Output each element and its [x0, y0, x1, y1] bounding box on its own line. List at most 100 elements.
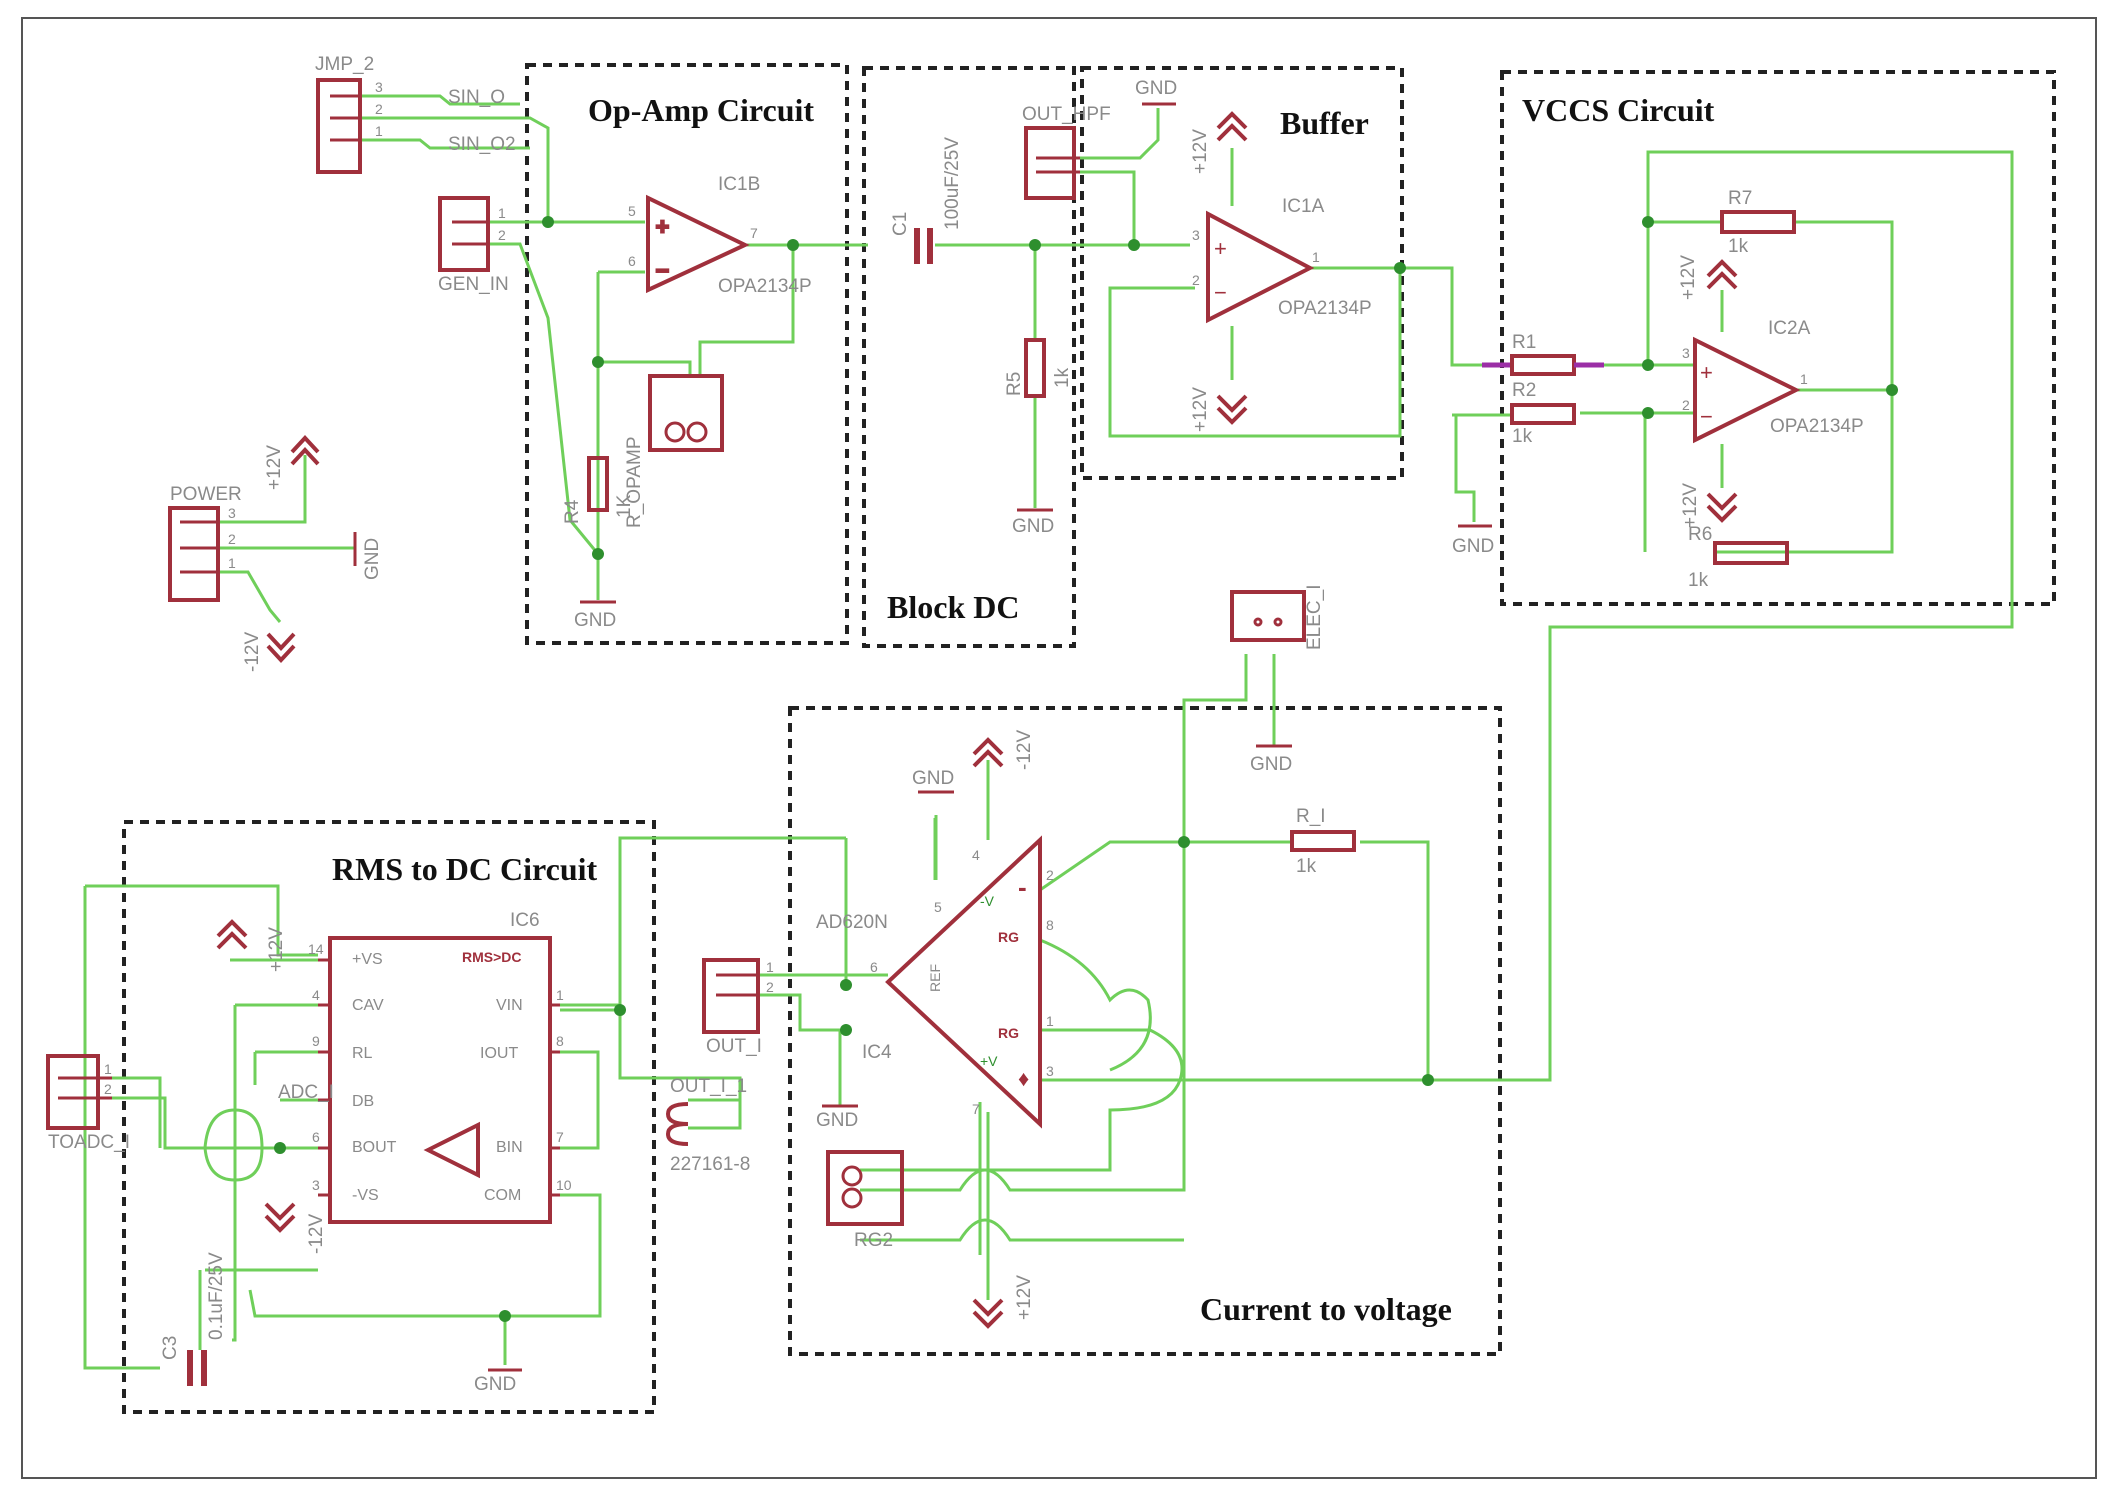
svg-text:2: 2	[228, 531, 236, 547]
svg-text:ELEC_I: ELEC_I	[1304, 585, 1325, 650]
svg-text:R6: R6	[1688, 524, 1712, 545]
svg-text:1: 1	[556, 987, 564, 1003]
svg-text:GND: GND	[816, 1110, 858, 1131]
svg-text:2: 2	[766, 979, 774, 995]
svg-text:−: −	[1700, 404, 1713, 429]
svg-text:1: 1	[1312, 249, 1320, 265]
svg-text:100uF/25V: 100uF/25V	[942, 137, 963, 230]
blockdc-block-box	[862, 66, 1076, 648]
svg-text:3: 3	[228, 505, 236, 521]
c1-capacitor: C1 100uF/25V	[890, 137, 963, 264]
r-opamp-connector: R_OPAMP	[624, 374, 724, 528]
r5-resistor: R5 1k GND	[1004, 338, 1073, 537]
svg-text:1k: 1k	[1728, 236, 1749, 257]
svg-text:GND: GND	[474, 1374, 516, 1395]
svg-text:IC4: IC4	[862, 1042, 892, 1063]
svg-text:GND: GND	[1250, 754, 1292, 775]
svg-text:R_I: R_I	[1296, 806, 1326, 827]
svg-text:GND: GND	[1452, 536, 1494, 557]
svg-text:+12V: +12V	[264, 445, 285, 490]
svg-text:OUT_I: OUT_I	[706, 1036, 762, 1057]
svg-text:+: +	[1700, 360, 1713, 385]
svg-text:1: 1	[228, 555, 236, 571]
svg-text:1: 1	[1800, 371, 1808, 387]
ic1a-buffer: + − IC1A OPA2134P 3 2 1 +12V +12V	[1190, 111, 1372, 432]
svg-text:1: 1	[104, 1061, 112, 1077]
svg-text:RG: RG	[998, 1025, 1019, 1041]
svg-text:C1: C1	[890, 212, 911, 236]
svg-text:3: 3	[1682, 345, 1690, 361]
svg-text:OPA2134P: OPA2134P	[1770, 416, 1864, 437]
svg-text:8: 8	[1046, 917, 1054, 933]
junctions	[274, 216, 1898, 1322]
svg-text:-12V: -12V	[306, 1214, 327, 1254]
svg-text:C3: C3	[160, 1336, 181, 1360]
svg-text:3: 3	[1046, 1063, 1054, 1079]
svg-text:2: 2	[1046, 867, 1054, 883]
svg-text:6: 6	[870, 959, 878, 975]
svg-text:RG: RG	[998, 929, 1019, 945]
svg-text:1k: 1k	[1296, 856, 1317, 877]
r6-resistor: R6 1k	[1688, 524, 1789, 591]
svg-text:3: 3	[375, 79, 383, 95]
svg-text:GND: GND	[574, 610, 616, 631]
svg-text:DB: DB	[352, 1093, 374, 1110]
svg-text:+12V: +12V	[1014, 1275, 1035, 1320]
svg-text:2: 2	[375, 101, 383, 117]
svg-text:-VS: -VS	[352, 1187, 379, 1204]
svg-text:10: 10	[556, 1177, 572, 1193]
out-hpf-connector: OUT_HPF GND	[1022, 78, 1177, 200]
svg-text:+12V: +12V	[266, 927, 287, 972]
svg-text:IC1A: IC1A	[1282, 196, 1325, 217]
svg-text:+12V: +12V	[1190, 387, 1211, 432]
svg-text:♦: ♦	[1018, 1066, 1029, 1091]
svg-text:4: 4	[312, 987, 320, 1003]
svg-text:GND: GND	[1012, 516, 1054, 537]
gnd-opamp: GND	[574, 600, 616, 631]
opamp-block-title: Op-Amp Circuit	[588, 92, 814, 128]
svg-text:JMP_2: JMP_2	[315, 54, 374, 75]
svg-text:1: 1	[375, 123, 383, 139]
toadc-connector: TOADC_I 1 2	[46, 1054, 130, 1153]
svg-text:OPA2134P: OPA2134P	[718, 276, 812, 297]
r-i-resistor: R_I 1k	[1290, 806, 1356, 877]
svg-text:R2: R2	[1512, 380, 1536, 401]
svg-text:RMS>DC: RMS>DC	[462, 949, 522, 965]
vccs-block-box	[1500, 70, 2056, 606]
r1-r2-resistors: R1 R2 1k GND	[1452, 332, 1604, 557]
svg-text:1: 1	[498, 205, 506, 221]
rms-block-title: RMS to DC Circuit	[332, 851, 598, 887]
svg-text:GND: GND	[362, 538, 383, 580]
svg-text:CAV: CAV	[352, 997, 384, 1014]
svg-text:AD620N: AD620N	[816, 912, 888, 933]
svg-text:IC1B: IC1B	[718, 174, 760, 195]
svg-text:+V: +V	[980, 1053, 998, 1069]
svg-text:1: 1	[766, 959, 774, 975]
svg-text:7: 7	[750, 225, 758, 241]
power-connector: POWER 3 2 1 +12V GND -12V	[168, 435, 383, 672]
svg-text:5: 5	[934, 899, 942, 915]
svg-text:-V: -V	[980, 893, 995, 909]
svg-text:COM: COM	[484, 1187, 521, 1204]
svg-text:R4: R4	[562, 499, 583, 524]
ic4-ad620: AD620N IC4 REF RG RG - ♦ -V +V 2 8 1 3 6…	[816, 730, 1054, 1329]
svg-text:OUT_I_1: OUT_I_1	[670, 1076, 747, 1097]
svg-text:SIN_O2: SIN_O2	[448, 134, 516, 155]
elec-i-connector: ELEC_I GND	[1230, 585, 1325, 775]
svg-text:1k: 1k	[1052, 367, 1073, 388]
svg-text:6: 6	[628, 253, 636, 269]
svg-text:2: 2	[498, 227, 506, 243]
svg-text:VIN: VIN	[496, 997, 523, 1014]
svg-text:7: 7	[972, 1101, 980, 1117]
svg-text:9: 9	[312, 1033, 320, 1049]
wires	[83, 94, 2014, 1370]
svg-text:1k: 1k	[1512, 426, 1533, 447]
svg-text:−: −	[656, 258, 669, 283]
svg-text:-12V: -12V	[1014, 730, 1035, 770]
svg-text:IOUT: IOUT	[480, 1045, 518, 1062]
svg-text:−: −	[1214, 280, 1227, 305]
svg-text:14: 14	[308, 941, 324, 957]
svg-text:IC6: IC6	[510, 910, 540, 931]
